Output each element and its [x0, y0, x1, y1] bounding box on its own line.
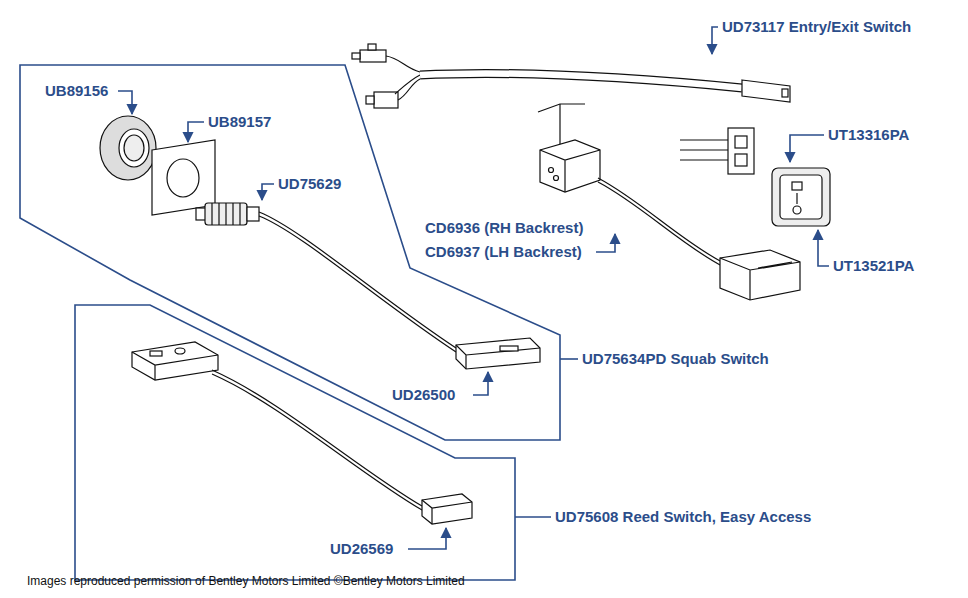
part-number: UB89157 [208, 113, 271, 131]
reed-switch-group: UD26569 UD75608 Reed Switch, Easy Access [70, 300, 820, 585]
reed-switch-part [175, 348, 185, 354]
squab-switch-part [259, 216, 456, 352]
entry-exit-harness-part [395, 75, 420, 94]
reed-switch-part [422, 494, 472, 524]
reed-switch-part [422, 500, 472, 524]
part-number: UD75629 [278, 175, 341, 193]
leader-lines-part [596, 234, 615, 252]
leader-lines-part [560, 358, 578, 360]
entry-exit-harness-part [782, 89, 788, 97]
rocker-switch-and-plug-part [735, 136, 747, 148]
part-number: UD26569 [330, 540, 393, 558]
entry-exit-harness-part [360, 50, 386, 62]
entry-exit-harness-part [386, 56, 420, 72]
backrest-microswitch-part [720, 250, 800, 300]
squab-switch [100, 116, 540, 369]
backrest-microswitch-part [540, 150, 600, 192]
backrest-microswitch-part [540, 140, 600, 192]
part-number: UB89156 [45, 82, 108, 100]
group-outline-path [75, 305, 515, 580]
leader-lines-part [262, 184, 274, 200]
leader-lines [118, 27, 829, 549]
leader-lines-part [515, 516, 551, 518]
backrest-microswitch-part [549, 168, 554, 173]
rocker-switch-and-plug-part [792, 182, 802, 190]
group-heading: UD75634PD Squab Switch [582, 350, 769, 368]
rocker-switch-and-plug-part [780, 175, 822, 219]
squab-switch-part [124, 135, 144, 161]
squab-switch-part [205, 203, 247, 225]
squab-switch-part [456, 345, 540, 369]
rocker-switch-and-plug-part [793, 206, 801, 214]
leader-lines-part [712, 27, 718, 54]
part-label: UT13521PA [833, 257, 914, 275]
part-label: UD73117 Entry/Exit Switch [722, 18, 911, 36]
group-outline [70, 300, 820, 585]
entry-exit-harness-part [368, 44, 376, 50]
reed-switch-part [132, 352, 218, 380]
rocker-switch-and-plug-part [796, 193, 797, 204]
leader-lines-part [118, 91, 132, 114]
entry-exit-harness-part [420, 73, 742, 88]
squab-switch-part [247, 207, 259, 221]
rocker-switch-and-plug [680, 128, 830, 226]
backrest-microswitch [538, 104, 800, 300]
leader-lines-part [473, 372, 488, 395]
rocker-switch-and-plug-part [735, 154, 747, 166]
entry-exit-harness-part [420, 73, 742, 88]
squab-switch-part [119, 129, 149, 167]
copyright-caption: Images reproduced permission of Bentley … [27, 574, 465, 589]
squab-switch-part [167, 159, 199, 197]
backrest-microswitch-part [598, 182, 722, 266]
backrest-microswitch-part [554, 176, 559, 181]
squab-switch-part [212, 203, 240, 225]
leader-lines-part [790, 135, 824, 162]
rocker-switch-and-plug-part [728, 128, 754, 174]
reed-switch-part [212, 374, 422, 510]
leader-lines-part [408, 528, 446, 549]
part-label: CD6936 (RH Backrest) [425, 219, 583, 237]
leader-lines-part [818, 230, 829, 266]
reed-switch-part [132, 342, 218, 380]
entry-exit-harness-part [366, 96, 374, 104]
entry-exit-harness-part [374, 92, 398, 108]
squab-switch-group: UB89156UB89157UD75629UD26500 UD75634PD Sq… [20, 60, 800, 445]
squab-switch-part [500, 346, 518, 351]
reed-switch [132, 342, 472, 524]
entry-exit-harness-part [352, 53, 360, 59]
part-label: UT13316PA [828, 126, 909, 144]
part-label: CD6937 (LH Backrest) [425, 243, 582, 261]
part-number: UD26500 [392, 386, 455, 404]
entry-exit-harness [352, 44, 790, 108]
squab-switch-part [456, 338, 540, 369]
entry-exit-harness-part [742, 80, 790, 102]
backrest-microswitch-part [559, 104, 560, 145]
backrest-microswitch-part [538, 104, 585, 112]
squab-switch-part [100, 116, 156, 180]
backrest-microswitch-part [720, 258, 800, 300]
leader-lines-part [188, 122, 204, 142]
rocker-switch-and-plug-part [680, 140, 728, 160]
rocker-switch-and-plug-part [772, 168, 830, 226]
reed-switch-part [150, 351, 162, 356]
backrest-microswitch-part [598, 178, 722, 262]
group-heading: UD75608 Reed Switch, Easy Access [555, 508, 811, 526]
